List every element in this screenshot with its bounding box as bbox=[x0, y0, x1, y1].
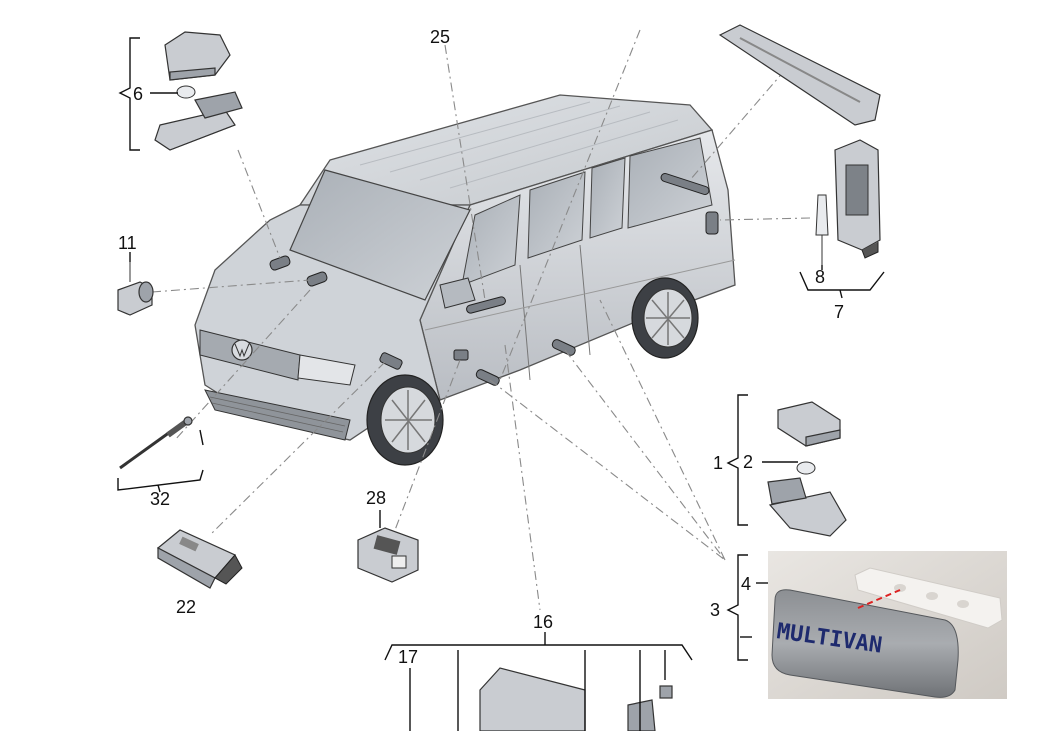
leader-lines bbox=[151, 29, 811, 611]
callout-16: 16 bbox=[533, 612, 553, 632]
callout-22: 22 bbox=[176, 597, 196, 617]
callout-28: 28 bbox=[366, 488, 386, 508]
callout-11: 11 bbox=[118, 233, 137, 253]
callout-4: 4 bbox=[741, 574, 751, 594]
part-interior-lamp-top-left bbox=[154, 31, 243, 151]
photo-inset: MULTIVAN bbox=[768, 551, 1007, 699]
part-interior-lamp-right bbox=[767, 401, 847, 537]
callout-6: 6 bbox=[133, 84, 143, 104]
callout-3: 3 bbox=[710, 600, 720, 620]
callout-2: 2 bbox=[743, 452, 753, 472]
van-illustration bbox=[194, 94, 736, 466]
callout-32: 32 bbox=[150, 489, 170, 509]
part-module-22 bbox=[156, 529, 243, 589]
callout-8: 8 bbox=[815, 267, 825, 287]
part-lamp-holder-7 bbox=[815, 139, 881, 265]
part-strip-light-top-right bbox=[718, 24, 881, 126]
callout-25: 25 bbox=[430, 27, 450, 47]
callout-7: 7 bbox=[834, 302, 844, 322]
callout-brackets bbox=[117, 37, 885, 731]
part-socket-11 bbox=[117, 262, 154, 316]
callout-1: 1 bbox=[713, 453, 723, 473]
part-trim-17 bbox=[479, 667, 673, 731]
part-cable-32 bbox=[119, 416, 193, 470]
part-switch-28 bbox=[357, 527, 419, 583]
callout-17: 17 bbox=[398, 647, 418, 667]
callout-labels: 6 11 32 22 28 25 8 7 1 2 3 4 16 17 bbox=[118, 27, 844, 667]
